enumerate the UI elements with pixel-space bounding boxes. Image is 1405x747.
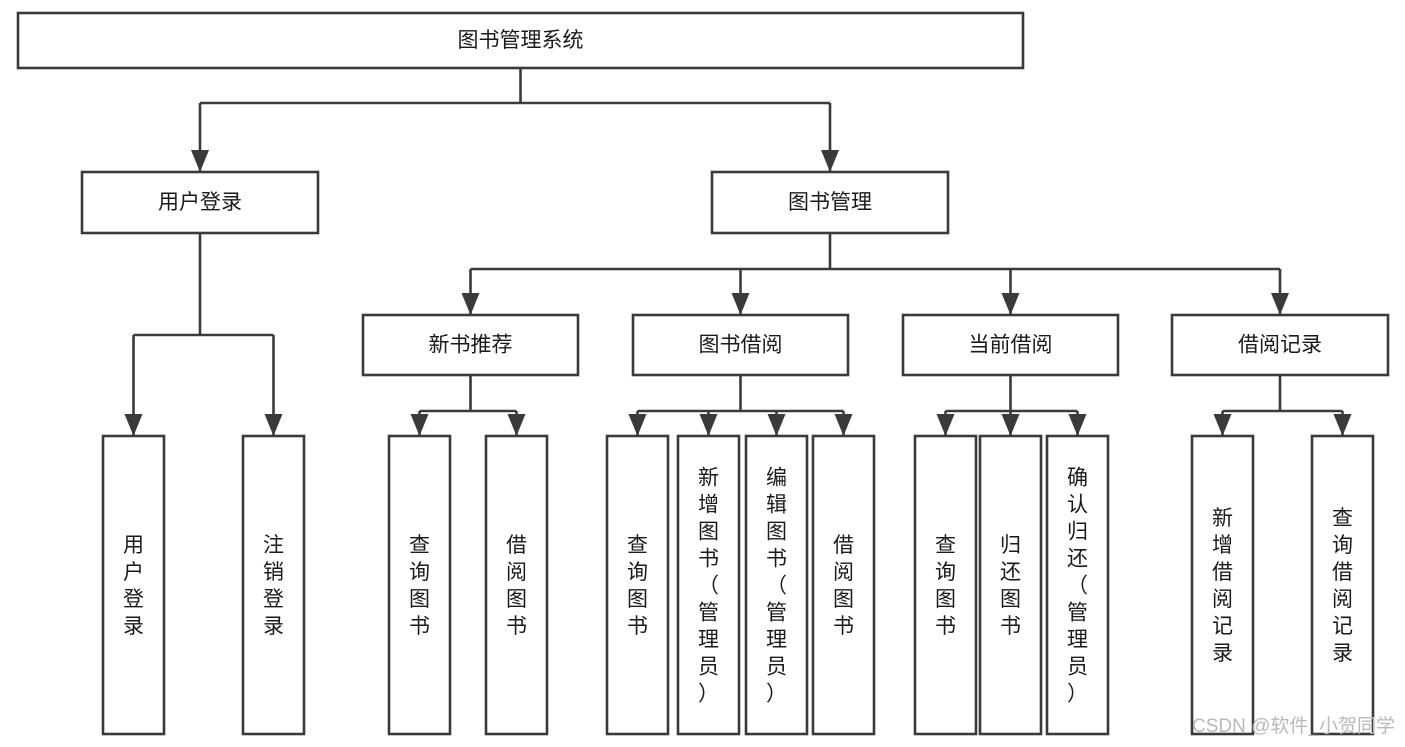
node-box-leaf-query-book-1[interactable]: [387, 434, 452, 736]
node-box-leaf-query-book-3[interactable]: [913, 434, 978, 736]
node-box-new-book-rec[interactable]: [361, 313, 580, 377]
node-leaf-query-record[interactable]: 查询借阅记录: [1310, 434, 1375, 736]
node-leaf-query-book-3[interactable]: 查询图书: [913, 434, 978, 736]
node-label-book-borrow: 图书借阅: [699, 334, 783, 357]
node-label-leaf-add-record: 新增借阅记录: [1212, 507, 1233, 665]
node-current-borrow[interactable]: 当前借阅: [901, 313, 1120, 377]
book-borrow-to-leaves-arrow-2: [767, 414, 786, 436]
node-book-manage[interactable]: 图书管理: [710, 170, 950, 235]
node-label-leaf-query-book-3: 查询图书: [935, 534, 956, 638]
node-box-leaf-user-login[interactable]: [101, 434, 166, 736]
node-label-current-borrow: 当前借阅: [969, 334, 1053, 357]
node-leaf-add-record[interactable]: 新增借阅记录: [1190, 434, 1255, 736]
node-box-leaf-edit-book[interactable]: [744, 434, 809, 736]
bookmanage-to-level3-arrow-0: [461, 293, 480, 315]
userlogin-to-leaves-arrow-0: [124, 414, 143, 436]
node-leaf-query-book-2[interactable]: 查询图书: [605, 434, 670, 736]
node-leaf-edit-book[interactable]: 编辑图书（管理员）: [744, 434, 809, 736]
book-borrow-to-leaves-arrow-0: [628, 414, 647, 436]
node-box-borrow-record[interactable]: [1170, 313, 1390, 377]
node-box-current-borrow[interactable]: [901, 313, 1120, 377]
node-borrow-record[interactable]: 借阅记录: [1170, 313, 1390, 377]
node-box-leaf-add-book[interactable]: [676, 434, 741, 736]
node-label-root: 图书管理系统: [458, 29, 584, 52]
book-borrow-to-leaves-arrow-1: [699, 414, 718, 436]
node-leaf-user-login[interactable]: 用户登录: [101, 434, 166, 736]
node-label-leaf-borrow-book-1: 借阅图书: [506, 534, 527, 638]
node-label-leaf-add-book: 新增图书（管理员）: [698, 467, 719, 706]
node-label-leaf-user-logout: 注销登录: [263, 534, 284, 638]
node-user-login[interactable]: 用户登录: [80, 170, 320, 235]
node-box-leaf-borrow-book-2[interactable]: [811, 434, 876, 736]
node-new-book-rec[interactable]: 新书推荐: [361, 313, 580, 377]
userlogin-to-leaves-arrow-1: [264, 414, 283, 436]
bookmanage-to-level3-arrow-3: [1271, 293, 1289, 315]
node-leaf-borrow-book-1[interactable]: 借阅图书: [484, 434, 549, 736]
node-box-book-borrow[interactable]: [631, 313, 850, 377]
node-box-leaf-add-record[interactable]: [1190, 434, 1255, 736]
node-label-leaf-user-login: 用户登录: [123, 534, 144, 638]
node-label-borrow-record: 借阅记录: [1238, 334, 1322, 357]
node-box-leaf-query-record[interactable]: [1310, 434, 1375, 736]
node-label-book-manage: 图书管理: [788, 191, 872, 214]
node-box-leaf-borrow-book-1[interactable]: [484, 434, 549, 736]
current-borrow-to-leaves-arrow-2: [1068, 414, 1087, 436]
node-book-borrow[interactable]: 图书借阅: [631, 313, 850, 377]
new-book-rec-to-leaves-arrow-0: [410, 414, 429, 436]
node-label-leaf-confirm-return: 确认归还（管理员）: [1067, 467, 1088, 706]
root-to-level2-arrow-0: [191, 150, 209, 172]
borrow-record-to-leaves-arrow-0: [1213, 414, 1232, 436]
node-leaf-user-logout[interactable]: 注销登录: [241, 434, 306, 736]
flowchart-nodes-layer: 图书管理系统用户登录图书管理新书推荐图书借阅当前借阅借阅记录用户登录注销登录查询…: [16, 11, 1390, 736]
node-box-root[interactable]: [16, 11, 1025, 70]
book-borrow-to-leaves-arrow-3: [834, 414, 853, 436]
bookmanage-to-level3-arrow-2: [1001, 293, 1020, 315]
node-box-leaf-confirm-return[interactable]: [1045, 434, 1110, 736]
borrow-record-to-leaves-arrow-1: [1333, 414, 1352, 436]
node-label-leaf-borrow-book-2: 借阅图书: [833, 534, 854, 638]
node-label-leaf-query-book-1: 查询图书: [409, 534, 430, 638]
new-book-rec-to-leaves-arrow-1: [507, 414, 526, 436]
node-leaf-query-book-1[interactable]: 查询图书: [387, 434, 452, 736]
node-box-user-login[interactable]: [80, 170, 320, 235]
node-label-leaf-query-record: 查询借阅记录: [1332, 507, 1353, 665]
node-label-leaf-edit-book: 编辑图书（管理员）: [766, 467, 787, 706]
bookmanage-to-level3-arrow-1: [731, 293, 750, 315]
node-leaf-return-book[interactable]: 归还图书: [978, 434, 1043, 736]
node-label-leaf-query-book-2: 查询图书: [627, 534, 648, 638]
node-label-new-book-rec: 新书推荐: [429, 334, 513, 357]
node-leaf-add-book[interactable]: 新增图书（管理员）: [676, 434, 741, 736]
root-to-level2-arrow-1: [821, 150, 839, 172]
node-box-book-manage[interactable]: [710, 170, 950, 235]
node-box-leaf-query-book-2[interactable]: [605, 434, 670, 736]
node-label-user-login: 用户登录: [158, 191, 242, 214]
node-box-leaf-user-logout[interactable]: [241, 434, 306, 736]
current-borrow-to-leaves-arrow-1: [1001, 414, 1020, 436]
csdn-watermark: CSDN @软件_小贺同学: [1192, 715, 1395, 737]
node-root[interactable]: 图书管理系统: [16, 11, 1025, 70]
node-box-leaf-return-book[interactable]: [978, 434, 1043, 736]
node-leaf-borrow-book-2[interactable]: 借阅图书: [811, 434, 876, 736]
connector-lines-layer: [124, 68, 1352, 436]
current-borrow-to-leaves-arrow-0: [936, 414, 955, 436]
node-leaf-confirm-return[interactable]: 确认归还（管理员）: [1045, 434, 1110, 736]
node-label-leaf-return-book: 归还图书: [1000, 534, 1021, 638]
